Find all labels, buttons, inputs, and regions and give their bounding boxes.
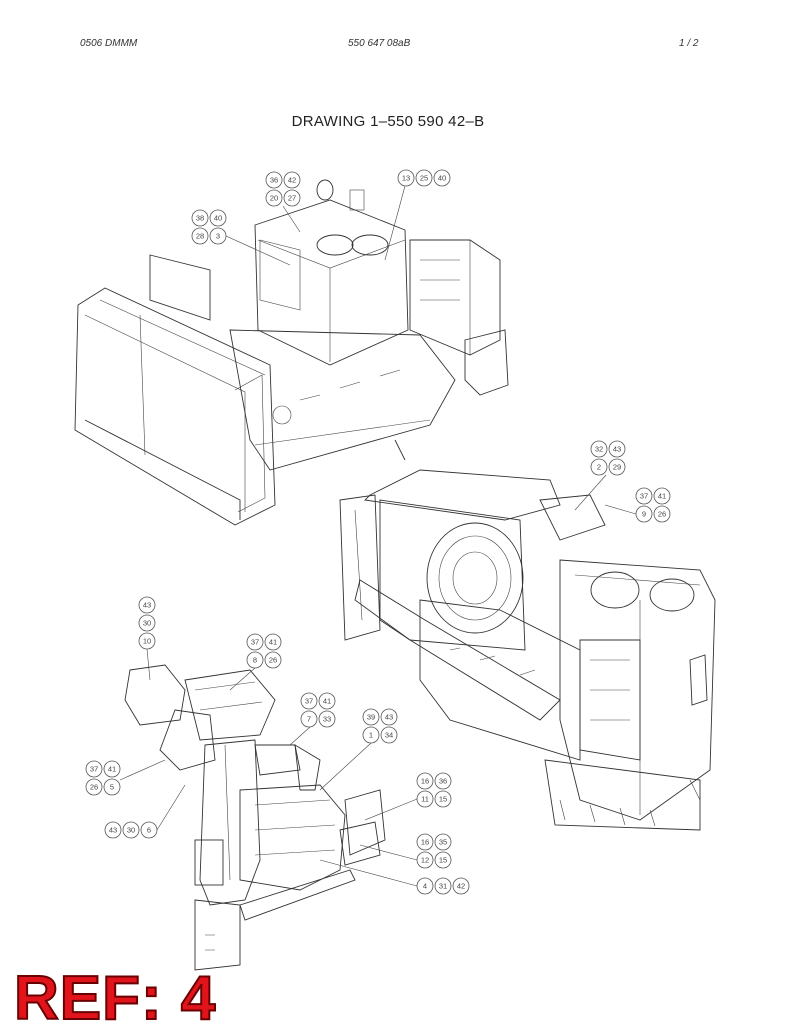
svg-text:26: 26 <box>658 510 666 519</box>
callout-37-41-a: 37 41 <box>246 633 282 651</box>
svg-text:16: 16 <box>421 838 429 847</box>
callout-7-33: 7 33 <box>300 710 336 728</box>
svg-text:28: 28 <box>196 232 204 241</box>
callout-1-34: 1 34 <box>362 726 398 744</box>
callout-11-15: 11 15 <box>416 790 452 808</box>
svg-text:26: 26 <box>269 656 277 665</box>
svg-text:33: 33 <box>323 715 331 724</box>
svg-text:37: 37 <box>640 492 648 501</box>
drawing-title: DRAWING 1–550 590 42–B <box>291 113 485 130</box>
svg-text:2: 2 <box>597 463 601 472</box>
ref-stamp: REF: 4 <box>13 964 217 1033</box>
svg-text:26: 26 <box>90 783 98 792</box>
callout-39-43: 39 43 <box>362 708 398 726</box>
svg-text:15: 15 <box>439 856 447 865</box>
svg-text:41: 41 <box>658 492 666 501</box>
svg-text:13: 13 <box>402 174 410 183</box>
svg-text:36: 36 <box>270 176 278 185</box>
callout-8-26: 8 26 <box>246 651 282 669</box>
svg-text:37: 37 <box>251 638 259 647</box>
svg-text:35: 35 <box>439 838 447 847</box>
svg-text:4: 4 <box>423 882 427 891</box>
right-assembly-drawing <box>339 469 716 831</box>
svg-text:41: 41 <box>323 697 331 706</box>
svg-text:43: 43 <box>613 445 621 454</box>
svg-text:42: 42 <box>288 176 296 185</box>
svg-text:43: 43 <box>109 826 117 835</box>
callout-13-25-40: 13 25 40 <box>397 169 451 187</box>
svg-text:32: 32 <box>595 445 603 454</box>
svg-text:40: 40 <box>214 214 222 223</box>
callout-12-15: 12 15 <box>416 851 452 869</box>
callout-4-31-42: 4 31 42 <box>416 877 470 895</box>
callout-9-26: 9 26 <box>635 505 671 523</box>
svg-text:27: 27 <box>288 194 296 203</box>
callout-43-30-6: 43 30 6 <box>104 821 158 839</box>
svg-text:20: 20 <box>270 194 278 203</box>
page-number: 1 / 2 <box>679 38 699 49</box>
svg-text:38: 38 <box>196 214 204 223</box>
svg-text:8: 8 <box>253 656 257 665</box>
svg-text:34: 34 <box>385 731 393 740</box>
svg-text:1: 1 <box>369 731 373 740</box>
leader-lines <box>119 185 637 887</box>
svg-text:37: 37 <box>90 765 98 774</box>
svg-text:6: 6 <box>147 826 151 835</box>
callout-28-3: 28 3 <box>191 227 227 245</box>
svg-text:29: 29 <box>613 463 621 472</box>
svg-text:15: 15 <box>439 795 447 804</box>
svg-text:30: 30 <box>143 619 151 628</box>
svg-text:31: 31 <box>439 882 447 891</box>
svg-text:41: 41 <box>108 765 116 774</box>
callout-43-30-10: 43 30 10 <box>138 596 156 650</box>
svg-text:9: 9 <box>642 510 646 519</box>
callout-37-41-right: 37 41 <box>635 487 671 505</box>
callout-37-41-c: 37 41 <box>85 760 121 778</box>
callout-2-29: 2 29 <box>590 458 626 476</box>
svg-text:37: 37 <box>305 697 313 706</box>
part-number: 550 647 08aB <box>348 38 411 49</box>
svg-text:42: 42 <box>457 882 465 891</box>
svg-text:36: 36 <box>439 777 447 786</box>
callout-32-43: 32 43 <box>590 440 626 458</box>
svg-text:39: 39 <box>367 713 375 722</box>
svg-text:30: 30 <box>127 826 135 835</box>
svg-text:12: 12 <box>421 856 429 865</box>
svg-text:40: 40 <box>438 174 446 183</box>
svg-text:5: 5 <box>110 783 114 792</box>
callout-37-41-b: 37 41 <box>300 692 336 710</box>
svg-text:43: 43 <box>143 601 151 610</box>
callout-36-42: 36 42 <box>265 171 301 189</box>
top-assembly-drawing <box>74 179 509 526</box>
svg-text:41: 41 <box>269 638 277 647</box>
svg-text:25: 25 <box>420 174 428 183</box>
svg-text:7: 7 <box>307 715 311 724</box>
svg-text:3: 3 <box>216 232 220 241</box>
svg-text:43: 43 <box>385 713 393 722</box>
svg-text:11: 11 <box>421 795 429 804</box>
doc-code: 0506 DMMM <box>80 38 138 49</box>
svg-text:10: 10 <box>143 637 151 646</box>
left-assembly-drawing <box>124 664 386 971</box>
callout-26-5: 26 5 <box>85 778 121 796</box>
callout-38-40: 38 40 <box>191 209 227 227</box>
svg-text:16: 16 <box>421 777 429 786</box>
